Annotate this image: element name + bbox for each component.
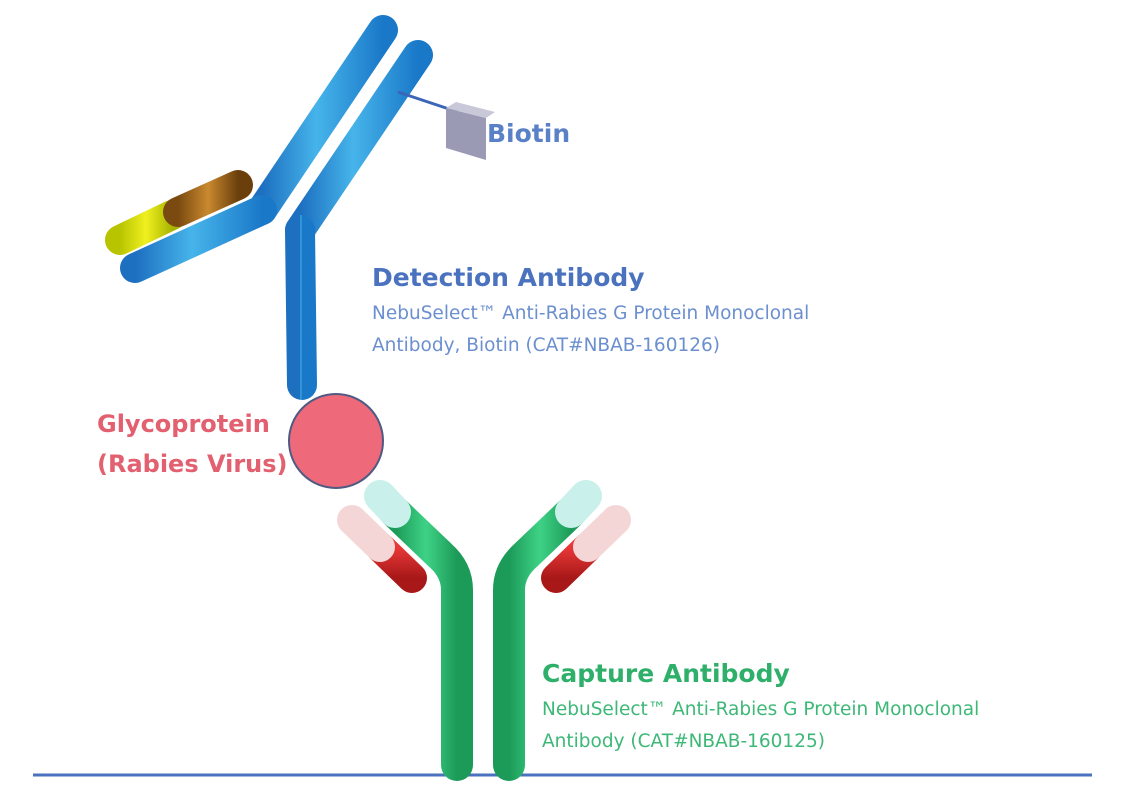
capture-description-line1: NebuSelect™ Anti-Rabies G Protein Monocl… xyxy=(542,699,980,720)
detection-description-line1: NebuSelect™ Anti-Rabies G Protein Monocl… xyxy=(372,303,810,324)
detection-description-line2: Antibody, Biotin (CAT#NBAB-160126) xyxy=(372,335,720,356)
capture-description-line2: Antibody (CAT#NBAB-160125) xyxy=(542,731,825,752)
biotin-label: Biotin xyxy=(487,119,571,148)
glycoprotein-circle xyxy=(288,393,384,489)
detection-antibody-shape xyxy=(105,15,459,400)
detection-antibody-description: NebuSelect™ Anti-Rabies G Protein Monocl… xyxy=(372,298,809,362)
glycoprotein-label: Glycoprotein (Rabies Virus) xyxy=(97,404,288,484)
biotin-cube xyxy=(446,102,495,160)
capture-antibody-description: NebuSelect™ Anti-Rabies G Protein Monocl… xyxy=(542,694,979,758)
detection-antibody-title: Detection Antibody xyxy=(372,263,645,292)
glycoprotein-label-line1: Glycoprotein xyxy=(97,410,270,438)
capture-antibody-title: Capture Antibody xyxy=(542,659,790,688)
capture-antibody-shape xyxy=(337,480,631,781)
glycoprotein-label-line2: (Rabies Virus) xyxy=(97,450,288,478)
